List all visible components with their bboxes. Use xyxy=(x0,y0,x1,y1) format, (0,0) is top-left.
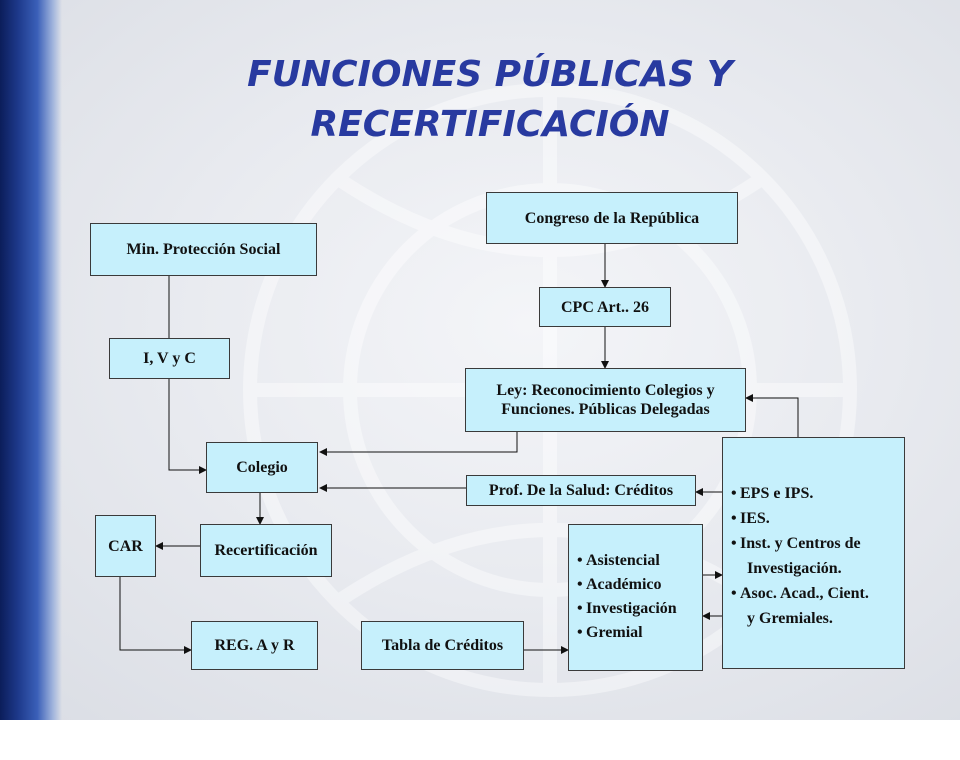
box-prof-salud-label: Prof. De la Salud: Créditos xyxy=(488,482,674,499)
slide-title-line2: RECERTIFICACIÓN xyxy=(310,104,670,145)
box-entidades: EPS e IPS. IES. Inst. y Centros de Inves… xyxy=(722,437,905,669)
box-tabla-creditos: Tabla de Créditos xyxy=(361,621,524,670)
box-colegio: Colegio xyxy=(206,442,318,493)
left-blue-bar xyxy=(0,0,62,720)
entities-list: EPS e IPS. IES. Inst. y Centros de Inves… xyxy=(731,481,904,631)
box-car: CAR xyxy=(95,515,156,577)
entity-item: Inst. y Centros de xyxy=(731,531,904,556)
box-ivc-label: I, V y C xyxy=(143,350,196,367)
area-item: Asistencial xyxy=(577,549,702,573)
areas-list: Asistencial Académico Investigación Grem… xyxy=(577,549,702,645)
area-item: Investigación xyxy=(577,597,702,621)
entity-item: EPS e IPS. xyxy=(731,481,904,506)
box-reg-label: REG. A y R xyxy=(214,637,295,654)
box-ley: Ley: Reconocimiento Colegios y Funciones… xyxy=(465,368,746,432)
box-congreso: Congreso de la República xyxy=(486,192,738,244)
box-ley-label-line1: Ley: Reconocimiento Colegios y xyxy=(496,382,715,399)
box-min-proteccion-social: Min. Protección Social xyxy=(90,223,317,276)
box-cpc: CPC Art.. 26 xyxy=(539,287,671,327)
box-recertificacion: Recertificación xyxy=(200,524,332,577)
box-congreso-label: Congreso de la República xyxy=(524,209,700,227)
box-car-label: CAR xyxy=(108,537,143,555)
box-prof-salud: Prof. De la Salud: Créditos xyxy=(466,475,696,506)
area-item: Gremial xyxy=(577,621,702,645)
box-ivc: I, V y C xyxy=(109,338,230,379)
box-cpc-label: CPC Art.. 26 xyxy=(561,298,649,316)
box-tabla-creditos-label: Tabla de Créditos xyxy=(381,637,504,654)
slide-title-line1: FUNCIONES PÚBLICAS Y xyxy=(247,54,733,95)
box-colegio-label: Colegio xyxy=(236,459,288,476)
box-min-proteccion-social-label: Min. Protección Social xyxy=(126,241,281,258)
box-reg: REG. A y R xyxy=(191,621,318,670)
area-item: Académico xyxy=(577,573,702,597)
entity-item-continuation: y Gremiales. xyxy=(747,610,833,627)
box-areas: Asistencial Académico Investigación Grem… xyxy=(568,524,703,671)
entity-item: Asoc. Acad., Cient. xyxy=(731,581,904,606)
box-recertificacion-label: Recertificación xyxy=(214,542,318,559)
entity-item: IES. xyxy=(731,506,904,531)
entity-item-continuation: Investigación. xyxy=(747,560,842,577)
box-ley-label-line2: Funciones. Públicas Delegadas xyxy=(501,401,710,418)
